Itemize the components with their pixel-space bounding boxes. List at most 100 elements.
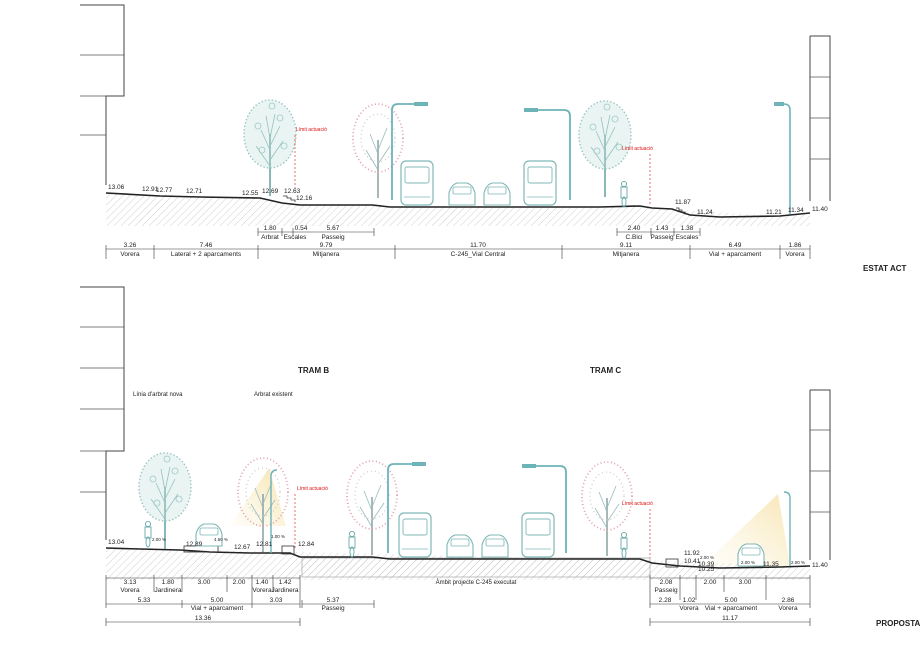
arbrat-existent-label: Arbrat existent xyxy=(254,392,293,398)
section-title-proposta: PROPOSTA xyxy=(876,619,920,628)
level-label: 13.06 xyxy=(108,184,125,191)
dimension-value: 2.00 xyxy=(704,579,717,586)
dimension-value: 3.13 xyxy=(124,579,137,586)
level-label: 10.39 xyxy=(698,561,715,568)
dimension-value: 11.70 xyxy=(470,242,486,249)
dimension-value: 11.17 xyxy=(722,615,738,622)
tram-c-title: TRAM C xyxy=(590,366,621,375)
dimension-value: 1.43 xyxy=(656,225,669,232)
limit-actuacio-label: Límit actuació xyxy=(297,486,328,492)
level-label: 11.21 xyxy=(766,209,782,216)
ambit-projecte-label: Àmbit projecte C-245 executat xyxy=(436,579,517,586)
level-label: 11.40 xyxy=(812,206,828,213)
dimension-value: 1.80 xyxy=(162,579,175,586)
slope-label: 2.00 % xyxy=(700,555,714,560)
level-label: 12.81 xyxy=(256,541,273,548)
dimension-name: Jardinera xyxy=(154,587,181,594)
dimension-value: 3.00 xyxy=(739,579,752,586)
level-label: 12.55 xyxy=(242,190,259,197)
level-label: 11.24 xyxy=(697,209,713,216)
dimension-value: 6.49 xyxy=(729,242,742,249)
limit-actuacio-label: Límit actuació xyxy=(622,146,653,152)
linia-arbrat-nova-label: Línia d'arbrat nova xyxy=(133,392,183,398)
level-label: 12.84 xyxy=(298,541,315,548)
dimension-value: 13.36 xyxy=(195,615,212,622)
dimension-name: Vorera xyxy=(120,251,140,258)
level-label: 12.16 xyxy=(296,195,313,202)
limit-actuacio-label: Límit actuació xyxy=(296,127,327,133)
dimension-value: 1.80 xyxy=(264,225,277,232)
dimension-value: 1.86 xyxy=(789,242,802,249)
level-label: 13.04 xyxy=(108,539,125,546)
dimension-value: 3.03 xyxy=(270,597,283,604)
level-label: 12.71 xyxy=(186,188,203,195)
dimension-name: Vial + aparcament xyxy=(191,605,244,612)
dimension-name: C.Bici xyxy=(626,234,643,241)
slope-label: 4.50 % xyxy=(214,537,228,542)
dimension-name: Escales xyxy=(284,234,308,241)
dimension-name: Jardinera xyxy=(271,587,298,594)
dimension-value: 2.86 xyxy=(782,597,795,604)
dimension-name: Passeig xyxy=(654,587,678,594)
dimension-name: Escales xyxy=(676,234,700,241)
dimension-value: 1.02 xyxy=(683,597,696,604)
dimension-value: 5.67 xyxy=(327,225,340,232)
estat-actual-section: Límit actuació Límit actuació 13.06 12.9… xyxy=(80,4,907,273)
dimension-value: 3.00 xyxy=(198,579,211,586)
dimension-value: 5.00 xyxy=(211,597,224,604)
level-label: 12.63 xyxy=(284,188,301,195)
dimension-value: 2.28 xyxy=(659,597,672,604)
slope-label: 1.00 % xyxy=(271,534,285,539)
dimension-value: 1.38 xyxy=(681,225,694,232)
slope-label: 2.00 % xyxy=(741,560,755,565)
dimension-value: 9.11 xyxy=(620,242,633,249)
left-building xyxy=(80,286,125,540)
dimension-name: Arbrat xyxy=(261,234,279,241)
dimension-value: 2.00 xyxy=(233,579,246,586)
slope-label: 2.00 % xyxy=(152,537,166,542)
level-label: 10.25 xyxy=(698,566,715,573)
dimension-value: 0.54 xyxy=(295,225,308,232)
dimension-value: 2.40 xyxy=(628,225,641,232)
dimension-value: 3.26 xyxy=(124,242,137,249)
dimension-name: Passeig xyxy=(650,234,674,241)
dimension-name: Vorera xyxy=(679,605,699,612)
proposta-section: TRAM B TRAM C Línia d'arbrat nova Arbrat… xyxy=(80,286,920,628)
ground-profile-proposta xyxy=(105,547,811,569)
level-label: 12.91 xyxy=(142,186,159,193)
right-building xyxy=(809,389,831,560)
dimension-name: Vial + aparcament xyxy=(705,605,758,612)
dimension-name: Passeig xyxy=(321,234,345,241)
dimension-value: 1.40 xyxy=(256,579,269,586)
dimension-value: 5.37 xyxy=(327,597,340,604)
dimension-value: 5.33 xyxy=(138,597,151,604)
level-label: 11.35 xyxy=(763,561,779,568)
level-label: 11.40 xyxy=(812,562,828,569)
limit-actuacio-label: Límit actuació xyxy=(622,501,653,507)
dimension-value: 7.46 xyxy=(200,242,213,249)
level-label: 10.41 xyxy=(684,558,701,565)
right-building xyxy=(809,35,831,201)
level-label: 12.69 xyxy=(262,188,279,195)
left-building xyxy=(80,4,125,185)
slope-label: 2.00 % xyxy=(791,560,805,565)
tram-b-title: TRAM B xyxy=(298,366,329,375)
level-label: 11.92 xyxy=(684,550,700,557)
dimension-value: 2.08 xyxy=(660,579,673,586)
dimension-name: Vorera xyxy=(778,605,798,612)
dimension-value: 9.79 xyxy=(320,242,333,249)
dimension-name: C-245_Vial Central xyxy=(451,251,506,258)
level-label: 11.87 xyxy=(675,199,691,206)
dimension-name: Vorera xyxy=(120,587,140,594)
level-label: 12.67 xyxy=(234,544,251,551)
level-label: 12.77 xyxy=(156,187,173,194)
dimension-name: Vial + aparcament xyxy=(709,251,762,258)
dimension-name: Mitjanera xyxy=(613,251,640,258)
level-label: 12.89 xyxy=(186,541,203,548)
dimension-name: Passeig xyxy=(321,605,345,612)
dimension-value: 1.42 xyxy=(279,579,292,586)
dimension-name: Lateral + 2 aparcaments xyxy=(171,251,242,258)
ground-profile-actual xyxy=(105,192,811,218)
dimension-value: 5.00 xyxy=(725,597,738,604)
